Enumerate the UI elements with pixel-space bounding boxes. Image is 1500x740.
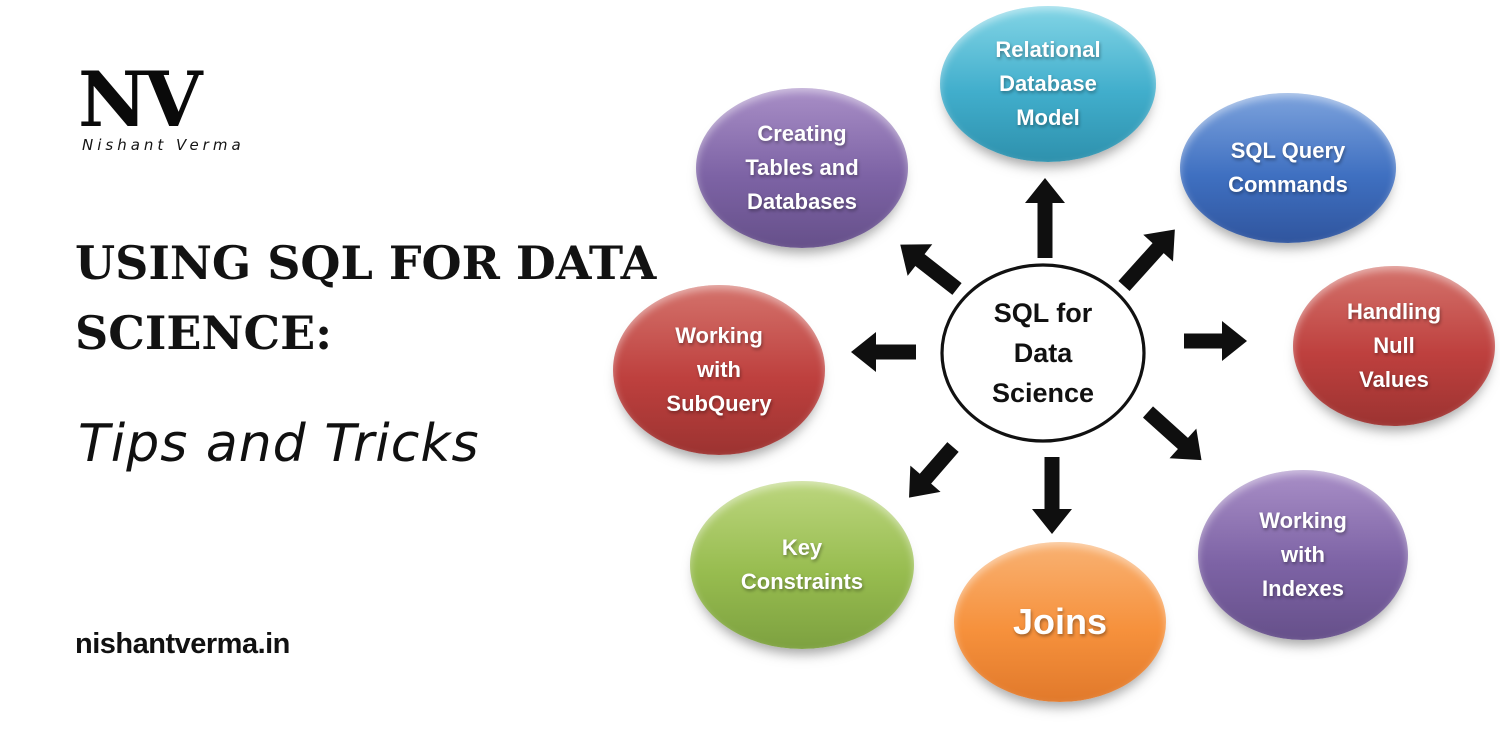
node-joins: Joins	[954, 542, 1166, 702]
center-circle	[940, 263, 1146, 443]
logo-subtitle: Nishant Verma	[82, 136, 245, 154]
node-creating-tables-and-databases: Creating Tables and Databases	[696, 88, 908, 248]
page-title: USING SQL FOR DATA SCIENCE:	[75, 236, 657, 360]
arrow-down-right-icon	[1142, 406, 1202, 461]
node-relational-database-model: Relational Database Model	[940, 6, 1156, 162]
node-working-with-subquery: Working with SubQuery	[613, 285, 825, 455]
arrow-down-left-icon	[909, 442, 959, 498]
website-url: nishantverma.in	[75, 628, 290, 660]
center-node-label: SQL for Data Science	[991, 298, 1095, 408]
arrow-up-icon	[1025, 178, 1065, 258]
arrow-left-icon	[851, 332, 916, 372]
arrow-up-right-icon	[1118, 229, 1175, 292]
node-key-constraints: Key Constraints	[690, 481, 914, 649]
nv-logo: NV	[78, 55, 202, 144]
node-handling-null-values: Handling Null Values	[1293, 266, 1495, 426]
arrow-up-left-icon	[900, 244, 962, 295]
node-sql-query-commands: SQL Query Commands	[1180, 93, 1396, 243]
node-working-with-indexes: Working with Indexes	[1198, 470, 1408, 640]
arrow-down-icon	[1032, 457, 1072, 534]
page-subtitle: Tips and Tricks	[78, 414, 480, 474]
arrow-right-icon	[1184, 321, 1247, 361]
